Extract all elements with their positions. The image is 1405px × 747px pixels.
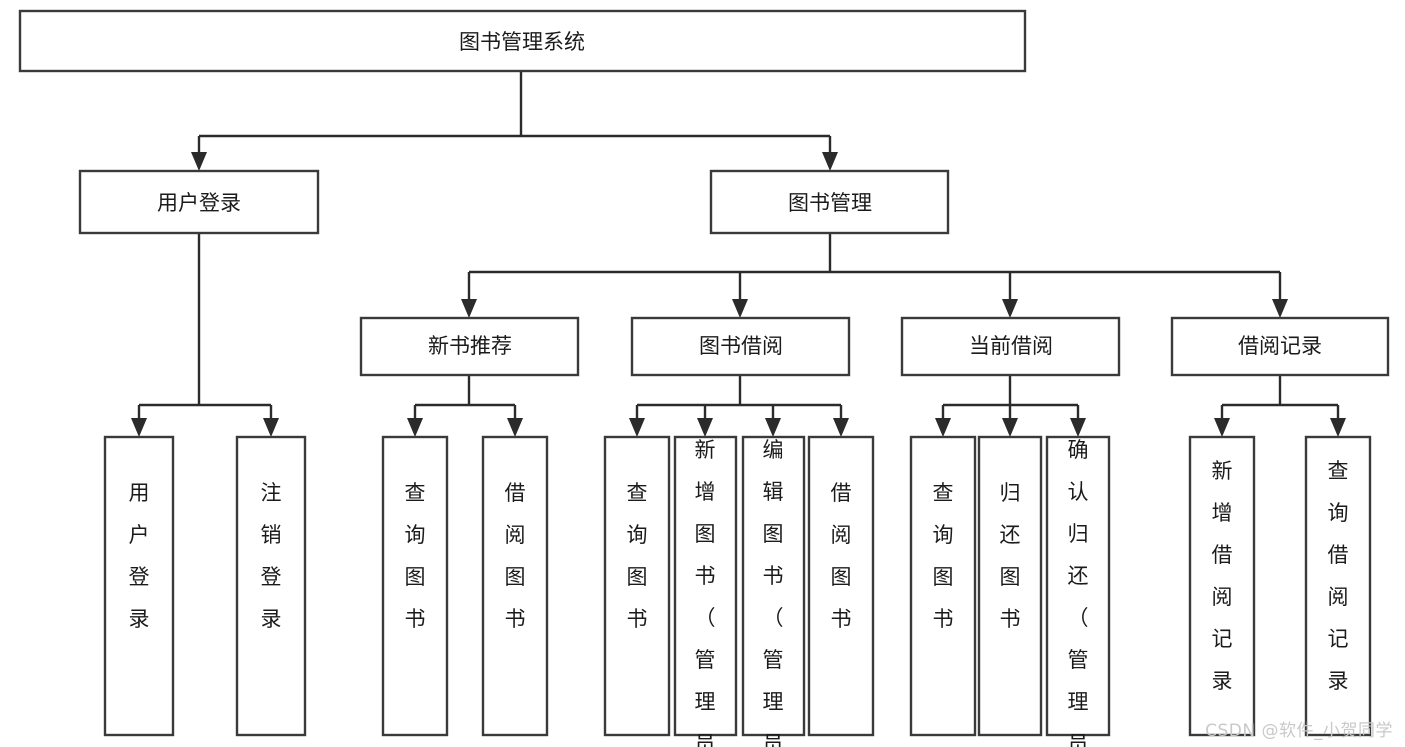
- leaf-node-record-query-record[interactable]: 查询借阅记录: [1304, 435, 1372, 737]
- arrow-newbook-to-leaf2: [507, 418, 523, 437]
- arrow-bookmgmt-to-newbook: [461, 299, 477, 318]
- leaf-label: 查询借阅记录: [1328, 459, 1349, 693]
- leaf-node-current-return-book[interactable]: 归还图书: [977, 435, 1043, 737]
- leaf-label: 查询图书: [405, 481, 426, 631]
- leaf-box[interactable]: [1304, 435, 1372, 737]
- leaf-label: 确认归还（管理员）: [1068, 438, 1089, 747]
- arrow-root-to-book-mgmt: [822, 152, 838, 171]
- arrow-borrow-to-leaf3: [765, 418, 781, 437]
- arrow-borrow-to-leaf2: [697, 418, 713, 437]
- leaf-label: 归还图书: [1000, 481, 1021, 631]
- edge-group-user-login: [131, 233, 279, 437]
- node-book-management-box[interactable]: [709, 169, 950, 235]
- node-user-login[interactable]: 用户登录: [78, 169, 320, 235]
- arrow-record-to-leaf2: [1330, 418, 1346, 437]
- arrow-bookmgmt-to-current: [1002, 299, 1018, 318]
- arrow-current-to-leaf3: [1070, 418, 1086, 437]
- leaf-box[interactable]: [235, 435, 307, 737]
- node-book-management[interactable]: 图书管理: [709, 169, 950, 235]
- node-root-book-management-system[interactable]: 图书管理系统: [18, 9, 1027, 73]
- arrow-borrow-to-leaf1: [629, 418, 645, 437]
- node-root-label: 图书管理系统: [459, 30, 585, 54]
- csdn-watermark: CSDN @软件_小贺同学: [1205, 721, 1393, 741]
- leaf-node-borrow-query-book[interactable]: 查询图书: [603, 435, 671, 737]
- leaf-box[interactable]: [909, 435, 977, 737]
- edge-group-root: [191, 71, 838, 171]
- edge-group-current: [935, 375, 1086, 437]
- leaf-node-borrow-edit-book-admin[interactable]: 编辑图书（管理员）: [741, 435, 806, 747]
- leaf-box[interactable]: [673, 435, 738, 737]
- leaf-label: 注销登录: [261, 481, 282, 631]
- leaf-label: 借阅图书: [831, 481, 852, 631]
- leaf-box[interactable]: [381, 435, 449, 737]
- leaf-node-newbook-borrow-book[interactable]: 借阅图书: [481, 435, 549, 737]
- arrow-bookmgmt-to-borrow: [732, 299, 748, 318]
- leaf-label: 编辑图书（管理员）: [763, 438, 784, 747]
- arrow-record-to-leaf1: [1214, 418, 1230, 437]
- leaf-box[interactable]: [603, 435, 671, 737]
- arrow-current-to-leaf2: [1002, 418, 1018, 437]
- node-current-borrow-label: 当前借阅: [969, 334, 1053, 358]
- arrow-bookmgmt-to-record: [1272, 299, 1288, 318]
- leaf-node-borrow-borrow-book[interactable]: 借阅图书: [807, 435, 875, 737]
- arrow-current-to-leaf1: [935, 418, 951, 437]
- leaf-node-user-login-logout[interactable]: 注销登录: [235, 435, 307, 737]
- leaf-label: 借阅图书: [505, 481, 526, 631]
- arrow-newbook-to-leaf1: [407, 418, 423, 437]
- arrow-userlogin-to-leaf2: [263, 418, 279, 437]
- node-user-login-box[interactable]: [78, 169, 320, 235]
- edge-group-book-mgmt: [461, 233, 1288, 318]
- leaf-node-current-query-book[interactable]: 查询图书: [909, 435, 977, 737]
- leaf-box[interactable]: [103, 435, 175, 737]
- leaf-box[interactable]: [481, 435, 549, 737]
- leaf-node-borrow-add-book-admin[interactable]: 新增图书（管理员）: [673, 435, 738, 747]
- node-current-borrow[interactable]: 当前借阅: [900, 316, 1121, 377]
- arrow-root-to-user-login: [191, 152, 207, 171]
- node-book-borrow-box[interactable]: [630, 316, 851, 377]
- arrow-userlogin-to-leaf1: [131, 418, 147, 437]
- node-new-book-recommend[interactable]: 新书推荐: [359, 316, 580, 377]
- leaf-label: 新增借阅记录: [1212, 459, 1233, 693]
- leaf-box[interactable]: [977, 435, 1043, 737]
- leaf-box[interactable]: [807, 435, 875, 737]
- leaf-node-user-login-login[interactable]: 用户登录: [103, 435, 175, 737]
- node-new-book-recommend-label: 新书推荐: [428, 334, 512, 358]
- edge-group-record: [1214, 375, 1346, 437]
- leaf-node-current-confirm-return-admin[interactable]: 确认归还（管理员）: [1045, 435, 1111, 747]
- node-root-box[interactable]: [18, 9, 1027, 73]
- leaf-node-record-add-record[interactable]: 新增借阅记录: [1188, 435, 1256, 737]
- node-current-borrow-box[interactable]: [900, 316, 1121, 377]
- node-book-borrow[interactable]: 图书借阅: [630, 316, 851, 377]
- node-borrow-record-label: 借阅记录: [1238, 334, 1322, 358]
- node-borrow-record[interactable]: 借阅记录: [1170, 316, 1390, 377]
- leaf-node-newbook-query-book[interactable]: 查询图书: [381, 435, 449, 737]
- edge-group-borrow: [629, 375, 849, 437]
- node-borrow-record-box[interactable]: [1170, 316, 1390, 377]
- arrow-borrow-to-leaf4: [833, 418, 849, 437]
- edge-group-newbook: [407, 375, 523, 437]
- leaf-label: 查询图书: [933, 481, 954, 631]
- node-user-login-label: 用户登录: [157, 191, 241, 215]
- leaf-label: 查询图书: [627, 481, 648, 631]
- node-new-book-recommend-box[interactable]: [359, 316, 580, 377]
- leaf-box[interactable]: [741, 435, 806, 737]
- node-book-borrow-label: 图书借阅: [699, 334, 783, 358]
- leaf-box[interactable]: [1045, 435, 1111, 737]
- leaf-label: 新增图书（管理员）: [695, 438, 716, 747]
- leaf-label: 用户登录: [129, 481, 150, 631]
- leaf-box[interactable]: [1188, 435, 1256, 737]
- node-book-management-label: 图书管理: [788, 191, 872, 215]
